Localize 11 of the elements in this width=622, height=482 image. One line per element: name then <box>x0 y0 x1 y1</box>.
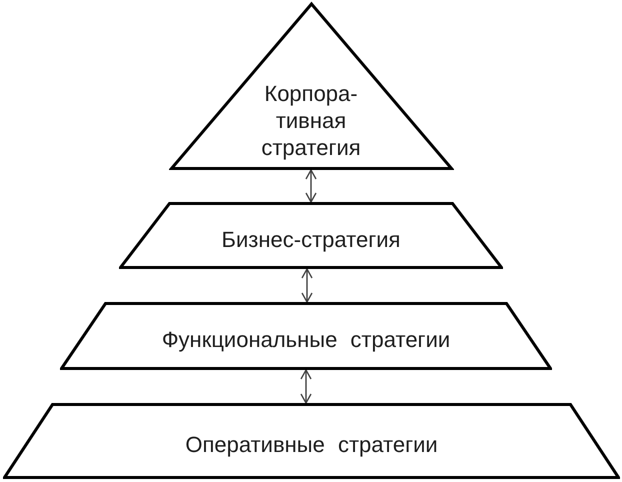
pyramid-tier-trapezoid <box>3 403 620 479</box>
tier-label: Функциональные стратегии <box>162 326 450 354</box>
pyramid-tier-trapezoid <box>119 202 503 269</box>
pyramid-tier-trapezoid <box>60 302 552 370</box>
double-headed-arrow <box>300 369 312 404</box>
double-headed-arrow <box>305 169 317 203</box>
tier-label: Бизнес-стратегия <box>222 226 400 254</box>
tier-label: Корпора- тивная стратегия <box>260 80 362 161</box>
double-headed-arrow <box>301 268 313 303</box>
pyramid-apex-triangle <box>169 1 454 170</box>
tier-label: Оперативные стратегии <box>185 431 438 459</box>
